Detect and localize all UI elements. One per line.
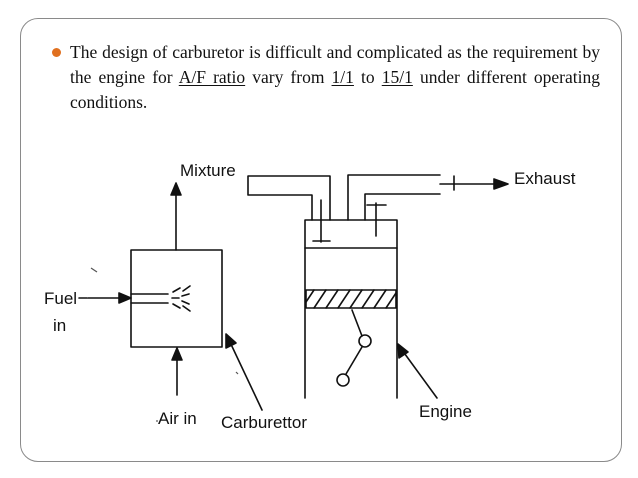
piston-hatch — [305, 289, 397, 309]
fuel-label: Fuel — [44, 289, 77, 308]
crank-pin — [358, 334, 372, 348]
fuel-spray — [171, 285, 191, 312]
air-in-label: Air in — [158, 409, 197, 428]
fuel-arrow-icon — [118, 292, 132, 304]
carburettor-pointer — [228, 339, 263, 411]
piston — [305, 289, 397, 309]
ratio-low: 1/1 — [331, 67, 354, 87]
intake-valve — [312, 199, 331, 243]
ratio-high: 15/1 — [381, 67, 413, 87]
exhaust-arrow-icon — [493, 178, 509, 190]
engine-label: Engine — [419, 402, 472, 421]
bullet-part3: to — [353, 67, 382, 87]
mixture-label: Mixture — [180, 161, 236, 180]
crank-arm — [345, 346, 363, 375]
carburettor-pointer-arrow-icon — [225, 333, 237, 349]
bullet-dot-icon — [52, 48, 61, 57]
mixture-arrow-icon — [170, 182, 182, 196]
bullet-text: The design of carburetor is difficult an… — [70, 40, 600, 115]
stray-mark — [90, 267, 98, 273]
engine-pointer-arrow-icon — [397, 343, 409, 359]
bullet-part4: under different operating conditions. — [70, 67, 600, 112]
carburettor-label: Carburettor — [221, 413, 307, 432]
exhaust-pipe — [347, 174, 441, 221]
crankshaft — [336, 373, 350, 387]
exhaust-label: Exhaust — [514, 169, 576, 188]
af-ratio-term: A/F ratio — [178, 67, 246, 87]
bullet-part2: vary from — [245, 67, 332, 87]
stray-mark — [235, 371, 239, 375]
bullet-point: The design of carburetor is difficult an… — [52, 40, 600, 115]
engine-pointer — [401, 349, 438, 399]
air-in-arrow-icon — [171, 347, 183, 361]
cylinder — [304, 219, 398, 399]
exhaust-valve — [366, 202, 387, 237]
fuel-in-label: in — [53, 316, 66, 335]
intake-pipe — [247, 175, 331, 221]
connecting-rod — [351, 309, 363, 337]
fuel-jet — [130, 293, 169, 304]
bullet-part1: The design of carburetor is difficult an… — [70, 42, 600, 87]
